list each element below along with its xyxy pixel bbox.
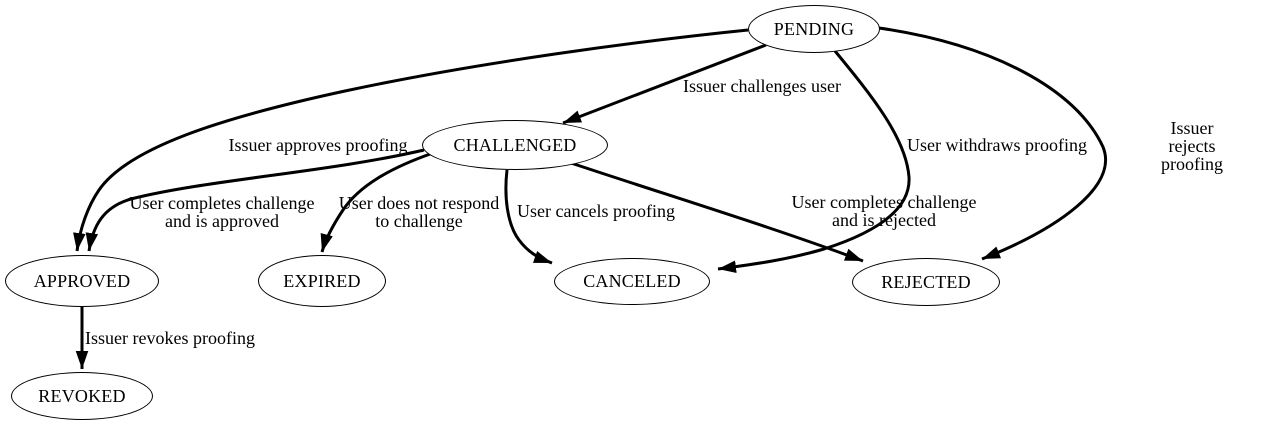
- node-revoked-label: REVOKED: [38, 385, 126, 406]
- node-rejected-label: REJECTED: [881, 271, 971, 292]
- edge-label-pending-to-approved: Issuer approves proofing: [228, 135, 408, 155]
- node-canceled-label: CANCELED: [583, 271, 681, 291]
- node-expired-label: EXPIRED: [283, 270, 361, 291]
- edge-pending-to-canceled: [717, 50, 911, 273]
- node-challenged-label: CHALLENGED: [453, 134, 577, 155]
- node-approved: APPROVED: [5, 255, 159, 307]
- node-challenged: CHALLENGED: [422, 120, 608, 170]
- edge-label-pending-to-challenged: Issuer challenges user: [683, 76, 841, 96]
- edge-label-approved-to-revoked: Issuer revokes proofing: [85, 328, 255, 348]
- edge-label-challenged-to-expired: User does not respond to challenge: [338, 193, 500, 231]
- edge-label-pending-to-canceled: User withdraws proofing: [907, 135, 1087, 155]
- edge-label-challenged-to-canceled: User cancels proofing: [517, 201, 675, 221]
- node-rejected: REJECTED: [852, 258, 1000, 306]
- node-canceled: CANCELED: [554, 258, 710, 305]
- edge-challenged-to-rejected: [567, 160, 864, 263]
- edge-challenged-to-approved: [85, 148, 425, 252]
- node-pending: PENDING: [748, 5, 880, 53]
- edge-pending-to-challenged: [562, 43, 767, 125]
- edge-label-challenged-to-rejected: User completes challenge and is rejected: [791, 192, 977, 230]
- node-revoked: REVOKED: [11, 372, 153, 420]
- edge-label-challenged-to-approved: User completes challenge and is approved: [129, 193, 315, 231]
- node-approved-label: APPROVED: [33, 270, 131, 291]
- node-expired: EXPIRED: [258, 255, 386, 307]
- edge-pending-to-approved: [73, 28, 749, 252]
- edge-challenged-to-canceled: [504, 169, 553, 265]
- edge-label-pending-to-rejected: Issuer rejects proofing: [1161, 118, 1223, 174]
- edge-pending-to-rejected: [878, 26, 1107, 261]
- edge-challenged-to-expired: [320, 151, 434, 253]
- node-pending-label: PENDING: [773, 18, 855, 39]
